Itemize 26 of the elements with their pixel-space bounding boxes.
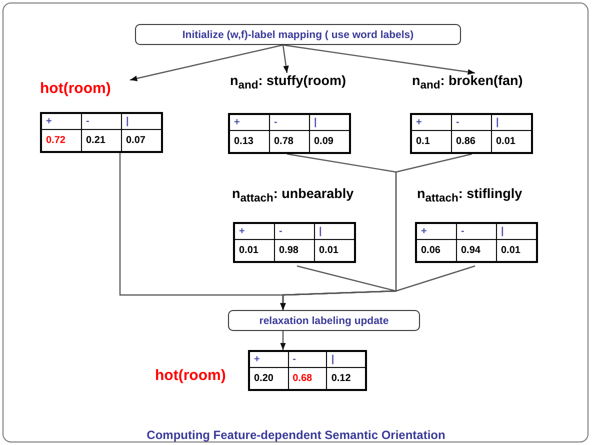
node-heading: n$_{attach}$: unbearably xyxy=(232,186,354,205)
label-symbol: + xyxy=(229,114,270,130)
arrow xyxy=(280,331,286,350)
caption: Computing Feature-dependent Semantic Orientation xyxy=(146,428,446,442)
arrow xyxy=(280,265,476,310)
label-symbol: + xyxy=(41,113,82,130)
label-symbol: + xyxy=(411,114,452,130)
label-symbol: + xyxy=(234,223,274,240)
node-heading: n$_{attach}$: stiflingly xyxy=(417,186,522,205)
label-symbol: - xyxy=(82,113,122,130)
label-symbol: + xyxy=(416,223,456,240)
label-symbol: - xyxy=(452,114,492,130)
label-symbol: + xyxy=(249,351,288,368)
node-heading: hot(room) xyxy=(155,367,226,384)
arrow xyxy=(130,44,284,82)
arrow xyxy=(282,44,476,75)
node-heading: n$_{and}$: stuffy(room) xyxy=(230,73,346,92)
label-symbol: - xyxy=(270,114,310,130)
label-symbol: - xyxy=(288,351,327,368)
node-heading: n$_{and}$: broken(fan) xyxy=(412,73,523,92)
label-symbol: - xyxy=(456,223,496,240)
node-heading: hot(room) xyxy=(40,80,111,97)
label-symbol: - xyxy=(274,223,314,240)
process-box: Initialize (w,f)-label mapping ( use word labels) xyxy=(135,24,461,45)
process-box: relaxation labeling update xyxy=(228,310,420,331)
arrow xyxy=(282,44,289,74)
